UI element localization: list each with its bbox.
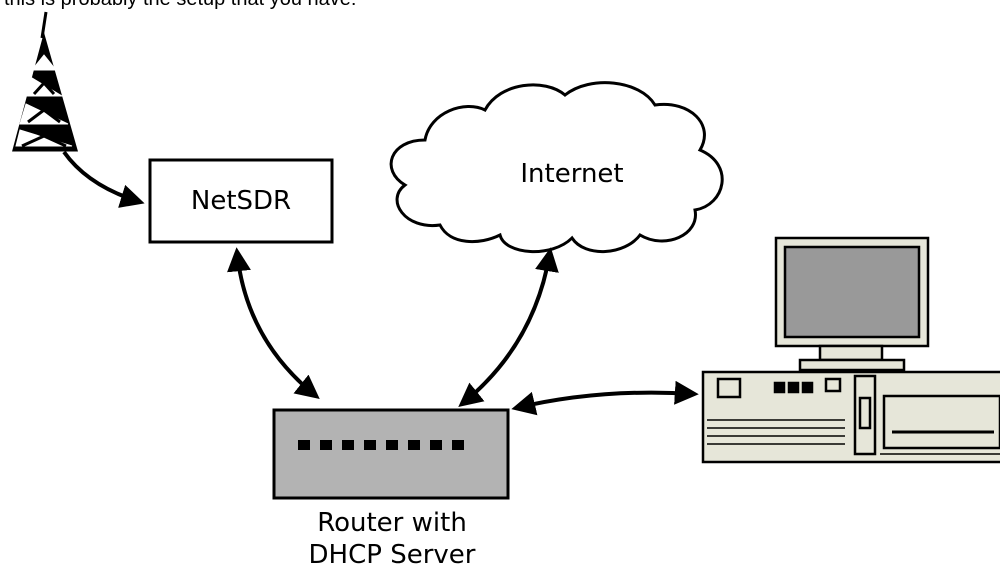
router-label-line2: DHCP Server: [309, 540, 476, 569]
router-label-line1: Router with: [317, 508, 467, 538]
antenna-to-netsdr-connector: [62, 150, 145, 208]
netsdr-node: NetSDR: [148, 158, 334, 244]
computer-icon: [701, 236, 1000, 464]
netsdr-label: NetSDR: [191, 186, 291, 216]
diagram-caption: this is probably the setup that you have…: [4, 0, 356, 11]
router-icon: [272, 408, 510, 500]
cloud-icon: [389, 81, 724, 253]
router-computer-connector: [511, 380, 699, 416]
internet-label: Internet: [520, 159, 623, 189]
router-node: Router with DHCP Server: [272, 408, 510, 569]
netsdr-router-connector: [227, 247, 320, 399]
antenna-tower-icon: [12, 11, 78, 152]
internet-node: Internet: [389, 81, 724, 253]
internet-router-connector: [458, 247, 559, 408]
router-ports: [298, 440, 464, 450]
